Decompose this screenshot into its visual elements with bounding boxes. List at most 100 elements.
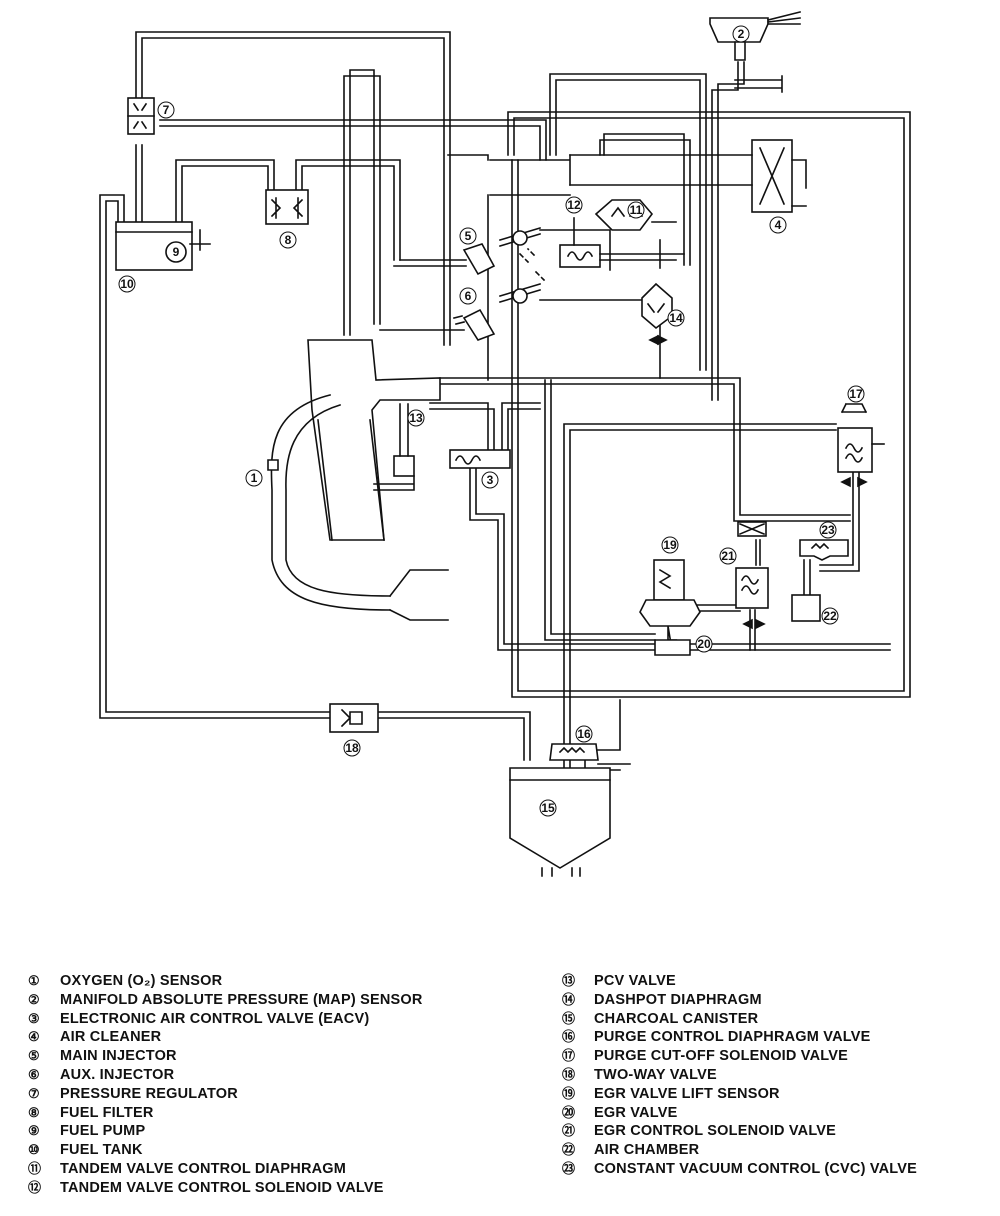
legend-number: ⑬ <box>562 973 576 988</box>
svg-text:3: 3 <box>487 473 494 487</box>
callout-23: 23 <box>819 521 837 539</box>
diagram-svg: 1 2 3 4 5 6 7 8 9 10 11 12 13 14 15 16 1… <box>99 11 911 877</box>
svg-text:19: 19 <box>663 538 677 552</box>
legend-item-8: ⑧ FUEL FILTER <box>28 1104 423 1123</box>
legend-right-column: ⑬ PCV VALVE ⑭ DASHPOT DIAPHRAGM ⑮ CHARCOAL … <box>562 972 917 1179</box>
legend-label: FUEL TANK <box>60 1142 143 1159</box>
egr-valve-shape <box>639 599 701 627</box>
svg-text:10: 10 <box>120 277 134 291</box>
legend-number: ⑩ <box>28 1142 40 1158</box>
legend-label: EGR VALVE LIFT SENSOR <box>594 1085 780 1102</box>
hose-lines <box>99 31 911 781</box>
callout-11: 11 <box>627 201 645 219</box>
callout-5: 5 <box>459 227 477 245</box>
legend-label: MAIN INJECTOR <box>60 1048 177 1065</box>
legend-label: TANDEM VALVE CONTROL SOLENOID VALVE <box>60 1179 384 1196</box>
callout-15: 15 <box>539 799 557 817</box>
legend-number: ⑨ <box>28 1123 40 1139</box>
legend-item-16: ⑯ PURGE CONTROL DIAPHRAGM VALVE <box>562 1028 917 1047</box>
legend-item-21: ㉑ EGR CONTROL SOLENOID VALVE <box>562 1122 917 1141</box>
legend-label: EGR CONTROL SOLENOID VALVE <box>594 1123 837 1140</box>
legend-item-23: ㉓ CONSTANT VACUUM CONTROL (CVC) VALVE <box>562 1160 917 1179</box>
vacuum-hose-diagram: 1 2 3 4 5 6 7 8 9 10 11 12 13 14 15 16 1… <box>99 11 911 877</box>
legend-label: AUX. INJECTOR <box>60 1066 175 1083</box>
legend-label: PURGE CONTROL DIAPHRAGM VALVE <box>594 1029 871 1046</box>
legend-label: CONSTANT VACUUM CONTROL (CVC) VALVE <box>594 1160 918 1177</box>
legend-number: ⑱ <box>562 1066 576 1082</box>
callout-22: 22 <box>821 607 839 625</box>
two-way-valve-shape <box>329 703 379 733</box>
legend-label: DASHPOT DIAPHRAGM <box>594 991 762 1008</box>
callout-21: 21 <box>719 547 737 565</box>
svg-text:4: 4 <box>775 218 782 232</box>
legend-label: AIR CLEANER <box>60 1029 162 1046</box>
legend-label: AIR CHAMBER <box>594 1142 700 1159</box>
svg-text:7: 7 <box>163 103 170 117</box>
legend-item-5: ⑤ MAIN INJECTOR <box>28 1047 423 1066</box>
svg-text:18: 18 <box>345 741 359 755</box>
legend-number: ⑰ <box>562 1048 576 1064</box>
legend-number: ⑤ <box>28 1048 40 1064</box>
legend-number: ⑪ <box>28 1160 42 1176</box>
legend-number: ⑯ <box>562 1029 576 1045</box>
legend-label: PRESSURE REGULATOR <box>60 1085 238 1102</box>
legend-number: ㉒ <box>562 1142 576 1158</box>
legend-label: TWO-WAY VALVE <box>594 1066 717 1083</box>
legend-label: OXYGEN (O₂) SENSOR <box>60 973 223 989</box>
callout-2: 2 <box>732 25 750 43</box>
tandem-solenoid-shape <box>559 244 601 268</box>
svg-text:12: 12 <box>567 198 581 212</box>
svg-text:8: 8 <box>285 233 292 247</box>
air-chamber-shape <box>791 594 821 622</box>
callout-4: 4 <box>769 216 787 234</box>
legend-number: ㉓ <box>562 1160 576 1176</box>
svg-text:15: 15 <box>541 801 555 815</box>
callout-16: 16 <box>575 725 593 743</box>
svg-text:9: 9 <box>173 245 180 259</box>
svg-text:6: 6 <box>465 289 472 303</box>
legend-number: ⑥ <box>28 1066 40 1082</box>
svg-text:1: 1 <box>251 471 258 485</box>
callout-20: 20 <box>695 635 713 653</box>
callout-19: 19 <box>661 536 679 554</box>
svg-text:17: 17 <box>849 387 863 401</box>
legend-number: ⑧ <box>28 1104 40 1120</box>
legend-number: ⑮ <box>562 1010 576 1026</box>
callout-13: 13 <box>407 409 425 427</box>
svg-text:14: 14 <box>669 311 683 325</box>
callout-6: 6 <box>459 287 477 305</box>
legend-label: PURGE CUT-OFF SOLENOID VALVE <box>594 1048 848 1065</box>
egr-solenoid-shape <box>735 567 769 609</box>
legend-label: CHARCOAL CANISTER <box>594 1010 759 1027</box>
legend-number: ㉑ <box>562 1123 576 1139</box>
legend-label: MANIFOLD ABSOLUTE PRESSURE (MAP) SENSOR <box>60 991 423 1008</box>
legend-item-22: ㉒ AIR CHAMBER <box>562 1141 917 1160</box>
callout-18: 18 <box>343 739 361 757</box>
callout-9: 9 <box>165 241 187 263</box>
legend-number: ⑳ <box>562 1104 576 1120</box>
callout-3: 3 <box>481 471 499 489</box>
pcv-valve-shape <box>393 455 415 477</box>
callout-1: 1 <box>245 469 263 487</box>
aux-injector-shape <box>462 308 496 341</box>
legend-number: ⑫ <box>28 1179 42 1195</box>
callout-12: 12 <box>565 196 583 214</box>
legend-label: FUEL FILTER <box>60 1104 154 1121</box>
legend-item-13: ⑬ PCV VALVE <box>562 972 917 991</box>
legend-label: PCV VALVE <box>594 973 676 989</box>
legend-number: ① <box>28 973 40 988</box>
legend-number: ④ <box>28 1029 40 1045</box>
legend-number: ③ <box>28 1010 40 1026</box>
svg-text:21: 21 <box>721 549 735 563</box>
legend-number: ⑭ <box>562 991 576 1007</box>
legend-label: ELECTRONIC AIR CONTROL VALVE (EACV) <box>60 1010 370 1027</box>
callout-8: 8 <box>279 231 297 249</box>
svg-text:2: 2 <box>738 27 745 41</box>
main-injector-shape <box>462 243 496 276</box>
legend-item-12: ⑫ TANDEM VALVE CONTROL SOLENOID VALVE <box>28 1179 423 1198</box>
